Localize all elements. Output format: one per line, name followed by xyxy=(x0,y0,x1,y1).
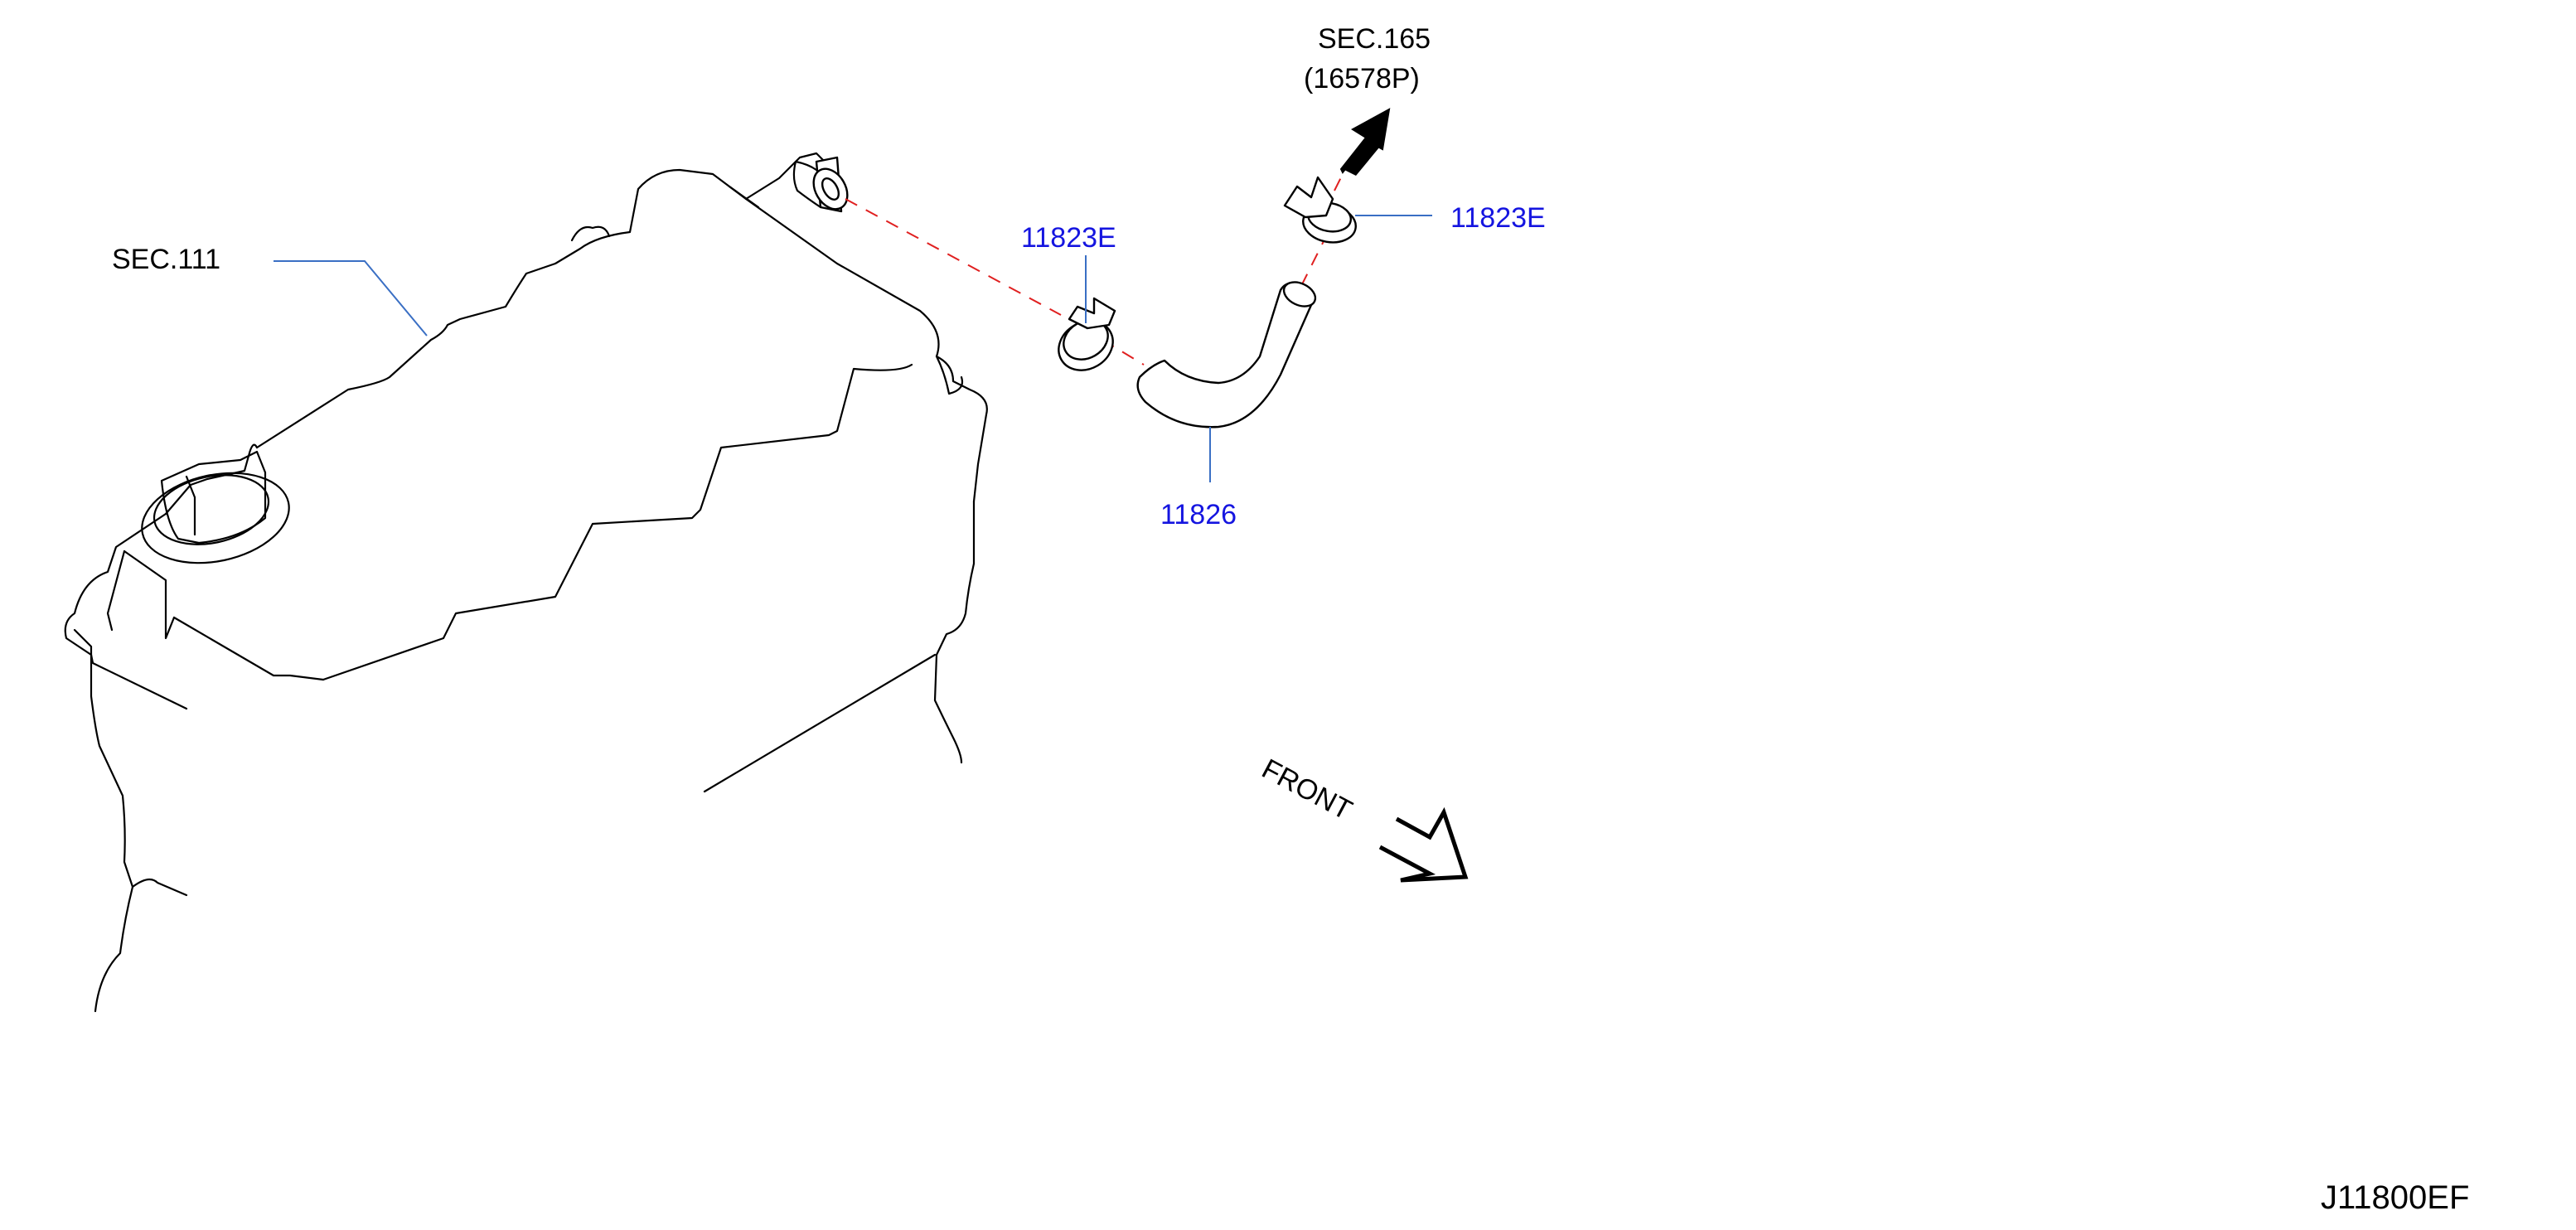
label-sec165-ref: (16578P) xyxy=(1304,63,1420,94)
diagram-code: J11800EF xyxy=(2321,1179,2469,1216)
hidden-line-hose-to-clamp xyxy=(1300,235,1327,287)
hose-clamp-upper xyxy=(1283,176,1357,244)
callout-clamp-lower[interactable]: 11823E xyxy=(1021,222,1116,254)
outline-arrow-icon xyxy=(1378,806,1469,883)
engine-block-outline xyxy=(64,152,988,1013)
label-sec111: SEC.111 xyxy=(112,244,220,275)
hidden-line-clamp-to-arrow xyxy=(1334,165,1348,191)
blowby-hose xyxy=(1136,281,1317,429)
label-sec165: SEC.165 xyxy=(1318,23,1431,55)
solid-arrow-icon xyxy=(1339,108,1391,176)
leader-line-sec111 xyxy=(274,260,428,337)
hose-clamp-lower xyxy=(1058,297,1116,371)
blowby-outlet-pipe xyxy=(812,156,849,213)
callout-clamp-upper[interactable]: 11823E xyxy=(1450,202,1546,234)
callout-hose[interactable]: 11826 xyxy=(1160,499,1237,530)
hidden-line-pipe-to-clamp xyxy=(845,198,1062,316)
label-front: FRONT xyxy=(1257,753,1357,827)
